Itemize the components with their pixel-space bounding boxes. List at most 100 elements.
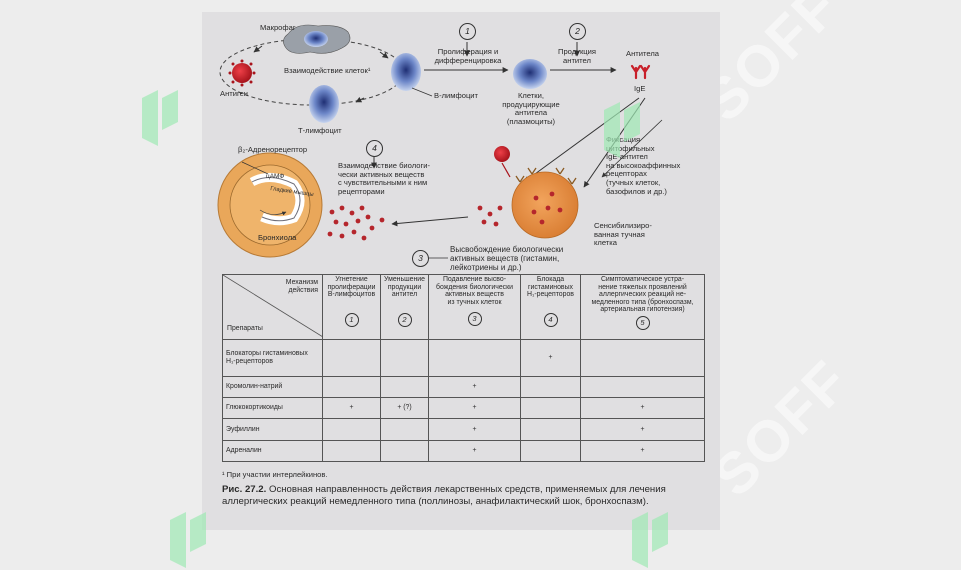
receptor-interaction-label: Взаимодействие биологи- чески активных в… (338, 161, 430, 196)
plasma-line: Клетки, (518, 91, 544, 100)
caption-label: Рис. 27.2. (222, 484, 267, 495)
production-line: антител (563, 55, 591, 65)
antigen-label: Антиген (220, 89, 248, 98)
header-line: пролиферации (327, 283, 376, 291)
fixation-line: на высокоаффинных (606, 160, 681, 170)
plasma-cell (513, 59, 547, 89)
antigen-particle (228, 59, 256, 87)
step-number-4: 4 (366, 140, 383, 157)
table-row: Глюкокортикоиды + + (?) + + (222, 396, 705, 420)
table-cell (520, 396, 581, 420)
ige-label: IgE (634, 84, 646, 93)
proliferation-label: Пролиферация и дифференцировка (430, 47, 506, 65)
production-label: Продукция антител (554, 47, 600, 65)
step-number-1: 1 (459, 23, 476, 40)
fixation-line: (тучных клеток, (606, 177, 661, 187)
cycle-arrow (253, 45, 263, 53)
caption-text: Основная направленность действия лекарст… (222, 484, 666, 507)
table-cell: + (520, 339, 581, 377)
footnote: ¹ При участии интерлейкинов. (222, 470, 328, 479)
textbook-page: Макрофаг Антиген Взаимодействие клеток¹ … (202, 12, 720, 530)
antibody-icon (630, 64, 651, 80)
header-line: гистаминовых (527, 283, 573, 291)
table-cell (428, 339, 521, 377)
bronchiole-label: Бронхиола (258, 233, 297, 242)
b2-receptor-label: β₂-Адренорецептор (238, 145, 308, 154)
fixation-line: IgE-антител (606, 152, 648, 162)
header-line: Уменьшение (384, 276, 425, 283)
antigen-binding (501, 162, 511, 178)
step-number-2: 2 (569, 23, 586, 40)
production-line: Продукция (558, 47, 596, 56)
table-row: Эуфиллин + + (222, 418, 705, 441)
mast-cell (511, 167, 579, 239)
watermark-text: SOFF (700, 348, 862, 509)
interaction-line: Взаимодействие биологи- (338, 161, 430, 170)
table-cell: + (580, 418, 705, 441)
macrophage-cell (283, 24, 351, 54)
macrophage-label: Макрофаг (260, 23, 296, 32)
header-line: бождения биологически (436, 283, 513, 291)
table-cell (520, 418, 581, 441)
table-cell: + (428, 396, 521, 420)
table-cell (380, 418, 429, 441)
fixation-line: базофилов и др.) (606, 186, 667, 196)
mast-granules (477, 205, 503, 227)
table-cell: + (?) (380, 396, 429, 420)
column-number: 3 (467, 312, 482, 327)
header-line: медленного типа (бронхоспазм, (591, 298, 694, 306)
bioactive-granules (327, 205, 385, 241)
b-lymphocyte-pointer (411, 87, 433, 97)
drug-name: Эуфиллин (222, 418, 323, 441)
header-line: Подавление высво- (442, 276, 506, 283)
bronchiole-cross-section (217, 152, 323, 258)
allergy-mechanism-diagram (217, 24, 663, 259)
corner-diagonal (223, 275, 323, 337)
watermark-logo-icon (632, 512, 668, 568)
t-lymphocyte-cell (309, 85, 339, 123)
fixation-line: цитофильных (606, 143, 655, 153)
table-cell (580, 375, 705, 398)
proliferation-line: дифференцировка (434, 55, 502, 65)
table-cell (322, 418, 381, 441)
camp-label: цАМФ (266, 173, 285, 180)
header-line: В-лимфоцитов (327, 291, 376, 299)
table-cell: + (322, 396, 381, 420)
table-cell (322, 375, 381, 398)
cell-interaction-label: Взаимодействие клеток¹ (284, 66, 371, 75)
table-row: Адреналин + + (222, 439, 705, 463)
release-arrow (391, 216, 469, 227)
watermark-logo-icon (604, 102, 640, 158)
cycle-arrow (355, 96, 365, 103)
mast-cell-label: Сенсибилизиро- ванная тучная клетка (594, 221, 652, 248)
header-line: аллергических реакций не- (599, 291, 686, 299)
fixation-line: Фиксация (606, 135, 641, 144)
fixation-line: рецепторах (606, 169, 647, 179)
fixation-label-arrow (601, 119, 663, 178)
interaction-line: с чувствительными к ним (338, 178, 428, 188)
header-line: артериальная гипотензия) (600, 306, 685, 314)
release-line: активных веществ (гистамин, (450, 254, 560, 263)
table-corner-cell: Механизм действия Препараты (222, 274, 323, 340)
table-cell (520, 375, 581, 398)
b2-receptor-pointer (241, 161, 269, 175)
cycle-arrow (379, 51, 389, 59)
table-cell: + (580, 396, 705, 420)
antigen-on-mast-cell (494, 146, 510, 162)
header-line: активных веществ (445, 291, 504, 299)
table-cell: + (580, 439, 705, 463)
column-header: Симптоматическое устра-нение тяжелых про… (580, 274, 705, 340)
watermark-logo-icon (142, 90, 178, 146)
table-cell (322, 339, 381, 377)
figure-caption: Рис. 27.2. Основная направленность дейст… (222, 484, 702, 507)
header-line: Блокада (536, 276, 565, 283)
watermark-logo-icon (170, 512, 206, 568)
table-cell: + (428, 439, 521, 463)
table-cell (380, 339, 429, 377)
proliferation-line: Пролиферация и (437, 47, 499, 56)
corner-line: Механизм (285, 279, 318, 286)
